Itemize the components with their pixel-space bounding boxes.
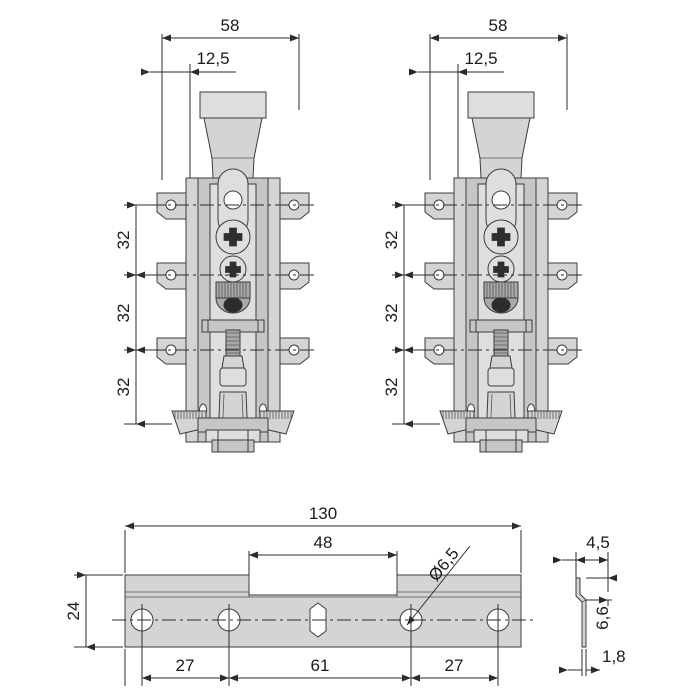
dimension-label-6-6: 6,6: [593, 606, 612, 630]
front-elevation-left: 58 12,5: [114, 16, 318, 453]
dimension-12-5-right: 12,5: [409, 49, 504, 180]
dimension-label-32-left-a: 32: [114, 231, 133, 250]
dimension-130: 130: [124, 504, 522, 573]
dimension-label-32-left-c: 32: [114, 378, 133, 397]
mounting-tabs-left-view: [156, 192, 187, 365]
dimension-chain-32-right: 32 32 32: [382, 201, 440, 428]
dimension-label-32-right-c: 32: [382, 378, 401, 397]
bracket-body-right: [453, 91, 549, 443]
mounting-tabs-left-view-right: [424, 192, 455, 365]
tab-centerlines-left: [150, 204, 318, 351]
dimension-12-5-left: 12,5: [141, 49, 236, 180]
dimension-24: 24: [64, 571, 123, 651]
dimension-label-58-left: 58: [221, 16, 240, 35]
dimension-label-27-left: 27: [176, 656, 195, 675]
dimension-label-61: 61: [311, 656, 330, 675]
mounting-tabs-right-view-right: [547, 192, 578, 365]
dimension-1-8: 1,8: [559, 647, 626, 676]
plan-centerlines: [112, 604, 534, 636]
dimension-chain-bottom: 27 61 27: [124, 636, 499, 686]
serrated-base-left: [171, 410, 295, 453]
dimension-label-58-right: 58: [489, 16, 508, 35]
dimension-label-12-5-right: 12,5: [464, 49, 497, 68]
dimension-label-48: 48: [314, 533, 333, 552]
dimension-label-24: 24: [64, 602, 83, 621]
mounting-tabs-right-view: [279, 192, 310, 365]
plan-view: 130 48 24 Ø6,5: [64, 504, 534, 686]
dimension-label-32-right-a: 32: [382, 231, 401, 250]
tab-centerlines-right: [418, 204, 586, 351]
dimension-label-27-right: 27: [445, 656, 464, 675]
dimension-58-right: 58: [429, 16, 568, 180]
dimension-label-32-left-b: 32: [114, 304, 133, 323]
dimension-58-left: 58: [161, 16, 300, 180]
serrated-base-right: [439, 410, 563, 453]
dimension-48: 48: [248, 533, 398, 575]
side-section-view: 4,5 6,6 1,8: [553, 533, 626, 676]
front-elevation-right: 58 12,5: [382, 16, 586, 453]
dimension-6-6: 6,6: [586, 572, 617, 630]
bracket-body-left: [185, 91, 281, 443]
dimension-label-1-8: 1,8: [602, 647, 626, 666]
dimension-4-5: 4,5: [553, 533, 610, 592]
dimension-label-130: 130: [309, 504, 337, 523]
dimension-label-4-5: 4,5: [586, 533, 610, 552]
dimension-label-32-right-b: 32: [382, 304, 401, 323]
l-profile: [575, 577, 587, 648]
dimension-chain-32-left: 32 32 32: [114, 201, 172, 428]
dimension-label-12-5-left: 12,5: [196, 49, 229, 68]
